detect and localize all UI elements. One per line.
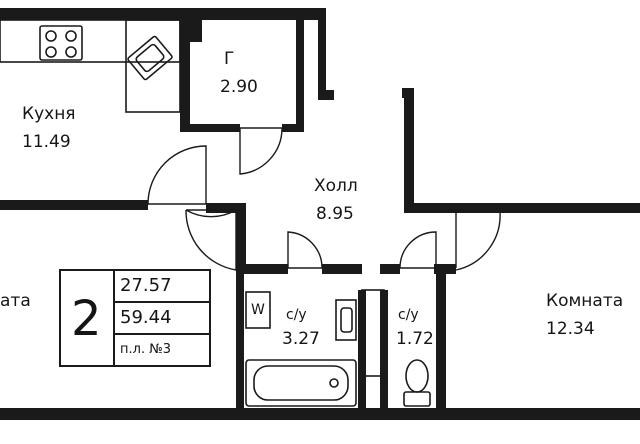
stove-burner-2 [65,30,77,42]
wall-wardrobe-left [180,20,190,130]
stove-burner-4 [65,46,77,58]
kitchen-counter-side [125,19,181,113]
info-box-frame [59,269,211,367]
info-living-area: 27.57 [120,275,172,296]
kitchen-area: 11.49 [22,132,71,152]
bathtub [245,359,357,407]
wall-top [0,8,322,20]
stove [39,25,83,61]
kitchen-counter [0,19,181,63]
bath-name: с/у [286,307,307,323]
hall-name: Холл [314,176,358,196]
wall-wc-top [380,264,400,274]
wall-wardrobe-bottom [180,124,240,132]
wall-bottom [0,408,640,420]
hall-area: 8.95 [316,204,354,224]
wall-bath-top-mid [322,264,362,274]
wardrobe-shaft [188,20,202,42]
kitchen-sink [127,35,173,81]
wall-right-room-top-stub [402,88,414,98]
bathtub-drain [329,378,339,388]
door-left-room [185,209,237,271]
bathroom-sink-bowl [340,307,353,333]
right-room-name: Комната [546,291,624,311]
toilet-bowl [405,359,429,393]
kitchen-name: Кухня [22,104,76,124]
washer-label: W [251,302,265,318]
info-plan-number: п.л. №3 [120,342,171,357]
wall-left-room-right [236,213,246,269]
wall-kitchen-bottom-right [206,203,246,213]
info-rooms-count: 2 [71,291,102,347]
wall-top-right-nub [318,90,334,100]
shaft-box [361,289,385,377]
toilet-tank [403,391,431,407]
stove-burner-1 [45,30,57,42]
right-room-area: 12.34 [546,319,595,339]
bathroom-sink [335,299,357,341]
wall-right-room-top [404,203,640,213]
door-wc [399,231,437,269]
wall-top-right-stub [318,8,326,100]
door-bath [287,231,323,269]
wall-bath-left [236,268,244,413]
door-right-room [446,209,501,271]
wall-hall-right-lower [446,264,456,274]
wc-area: 1.72 [396,329,434,349]
wall-wardrobe-right [296,20,304,132]
wall-kitchen-bottom-left [0,200,148,210]
info-total-area: 59.44 [120,307,172,328]
wall-wc-right [436,264,446,414]
wardrobe-area: 2.90 [220,77,258,97]
bathtub-inner [253,365,349,401]
wall-wardrobe-bottom-right [282,124,302,132]
wall-bath-top-left [236,264,288,274]
bath-area: 3.27 [282,329,320,349]
wardrobe-name: Г [224,49,235,69]
stove-burner-3 [45,46,57,58]
wall-wc-top-right [434,264,456,274]
door-wardrobe [239,127,283,175]
washer-box [245,291,271,329]
left-room-name: ата [0,291,31,311]
wall-right-room-left-upper [404,90,414,210]
door-kitchen [147,145,207,205]
wc-name: с/у [398,307,419,323]
